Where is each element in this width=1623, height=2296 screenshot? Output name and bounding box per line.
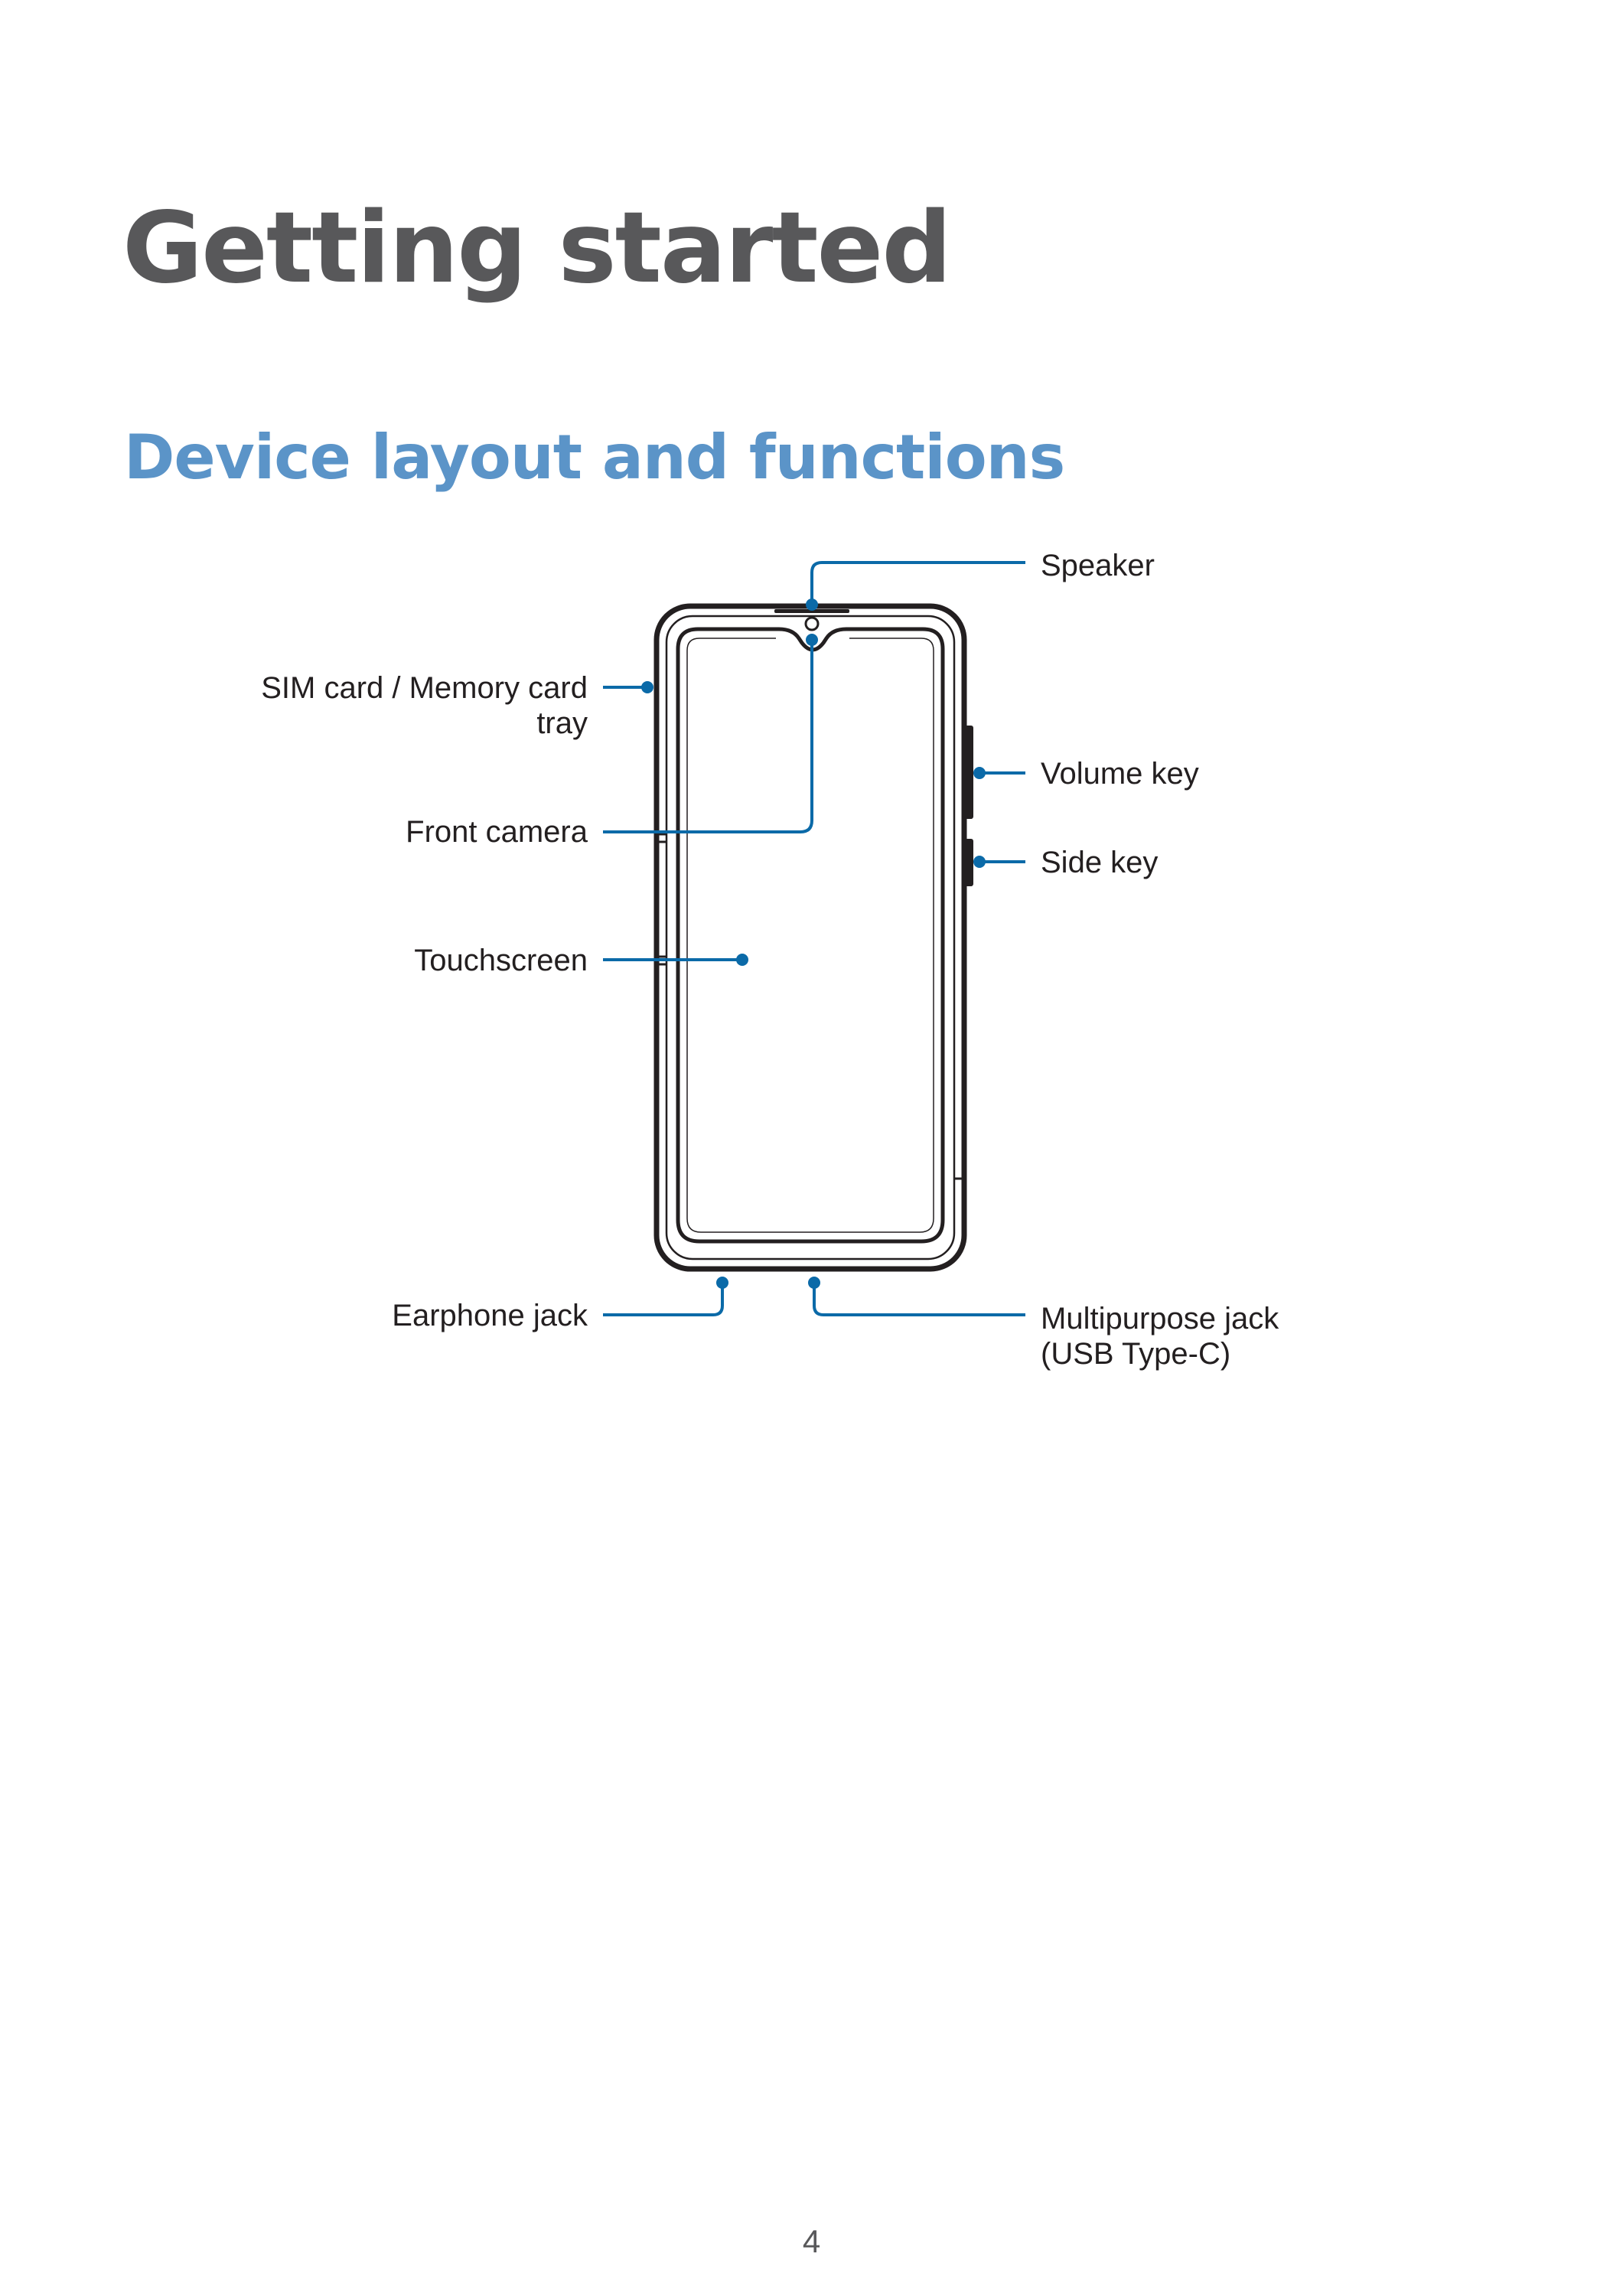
sim-tray-dot xyxy=(641,681,653,693)
touchscreen-label: Touchscreen xyxy=(414,944,588,977)
section-title: Device layout and functions xyxy=(124,422,1065,493)
side-key-label: Side key xyxy=(1041,846,1158,879)
front-camera-label: Front camera xyxy=(406,815,588,849)
earphone-jack-leader xyxy=(603,1284,724,1316)
speaker-leader xyxy=(810,561,1025,603)
earphone-jack-label: Earphone jack xyxy=(392,1299,588,1332)
multipurpose-jack-label-line2: (USB Type-C) xyxy=(1041,1337,1230,1371)
volume-key-button xyxy=(964,726,973,819)
speaker-dot xyxy=(806,598,818,611)
page-title: Getting started xyxy=(122,191,952,305)
phone-screen-outline xyxy=(676,627,945,1244)
front-camera-leader xyxy=(603,640,813,833)
callout-leaders xyxy=(603,561,1025,1316)
front-camera-lens xyxy=(804,616,820,631)
multipurpose-jack-leader xyxy=(813,1284,1025,1316)
multipurpose-jack-dot xyxy=(808,1277,820,1289)
earphone-jack-dot xyxy=(716,1277,728,1289)
touchscreen-dot xyxy=(736,954,748,966)
sim-tray-label-line1: SIM card / Memory card xyxy=(261,671,588,705)
side-key-button xyxy=(964,839,973,886)
speaker-grille xyxy=(774,609,849,613)
page-number: 4 xyxy=(802,2223,821,2259)
phone-inner-frame xyxy=(665,615,956,1261)
front-camera-dot xyxy=(806,634,818,646)
phone-illustration xyxy=(653,603,973,1272)
phone-screen-highlight xyxy=(686,638,934,1233)
speaker-label: Speaker xyxy=(1041,549,1155,582)
side-key-dot xyxy=(973,856,986,868)
volume-key-label: Volume key xyxy=(1041,757,1199,791)
callout-labels: Speaker SIM card / Memory card tray Volu… xyxy=(261,549,1279,1371)
multipurpose-jack-label-line1: Multipurpose jack xyxy=(1041,1302,1279,1336)
sim-tray-label-line2: tray xyxy=(536,706,588,740)
volume-key-dot xyxy=(973,767,986,779)
